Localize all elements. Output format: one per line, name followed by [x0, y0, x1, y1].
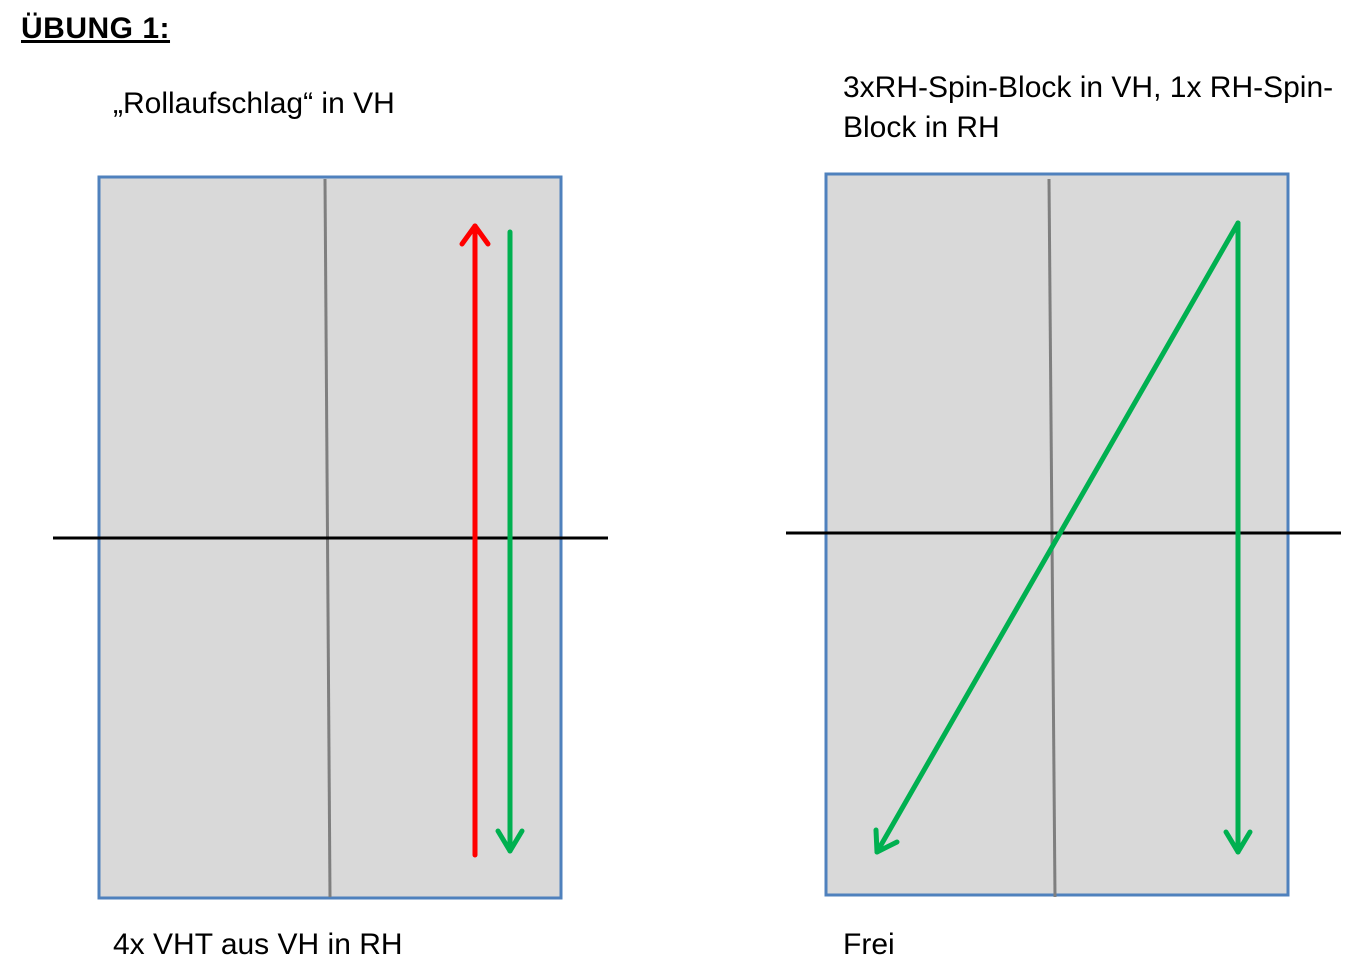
right-vertical-green-arrow [1223, 220, 1253, 855]
left-table [53, 175, 608, 900]
right-diagonal-green-arrow [873, 220, 1241, 855]
page-title: ÜBUNG 1: [21, 12, 171, 45]
right-center-line [1047, 178, 1057, 898]
left-bottom-label: 4x VHT aus VH in RH [113, 928, 403, 961]
left-green-arrow [495, 229, 525, 854]
left-top-label: „Rollaufschlag“ in VH [113, 87, 395, 120]
right-top-label: 3xRH-Spin-Block in VH, 1x RH-Spin-Block … [843, 71, 1334, 144]
left-red-arrow [459, 223, 491, 858]
right-table [786, 172, 1341, 898]
right-bottom-label: Frei [843, 928, 895, 961]
